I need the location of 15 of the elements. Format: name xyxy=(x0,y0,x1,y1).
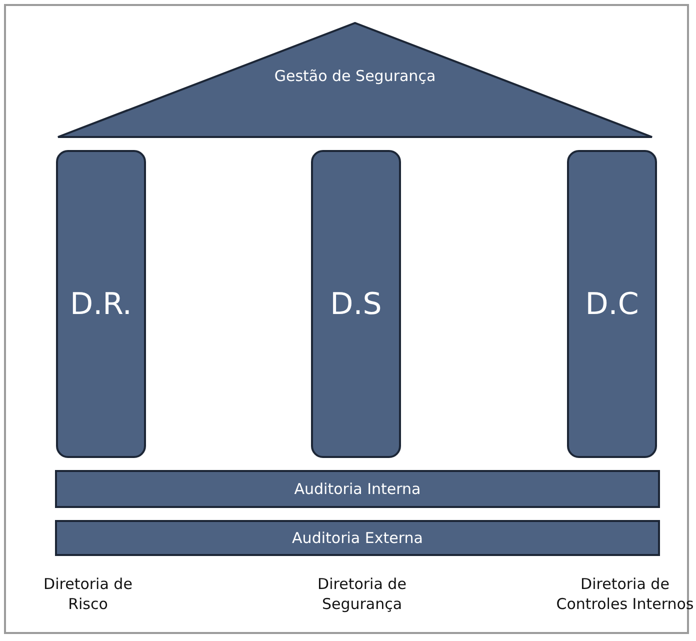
pillar-box xyxy=(56,150,146,458)
pillar-caption: Diretoria de Risco xyxy=(42,574,134,614)
pillar-label: D.S xyxy=(330,286,382,322)
pillar-label: D.C xyxy=(585,286,639,322)
pillar-label: D.R. xyxy=(70,286,132,322)
foundation-bar xyxy=(55,470,660,508)
roof-label: Gestão de Segurança xyxy=(274,67,436,85)
pillar-caption: Diretoria de Segurança xyxy=(316,574,408,614)
bar-label: Auditoria Externa xyxy=(292,529,423,547)
pillar-box xyxy=(567,150,657,458)
roof-triangle xyxy=(57,22,653,138)
foundation-bar xyxy=(55,520,660,556)
bar-label: Auditoria Interna xyxy=(294,480,421,498)
pillar-caption: Diretoria de Controles Internos xyxy=(555,574,695,614)
pillar-box xyxy=(311,150,401,458)
